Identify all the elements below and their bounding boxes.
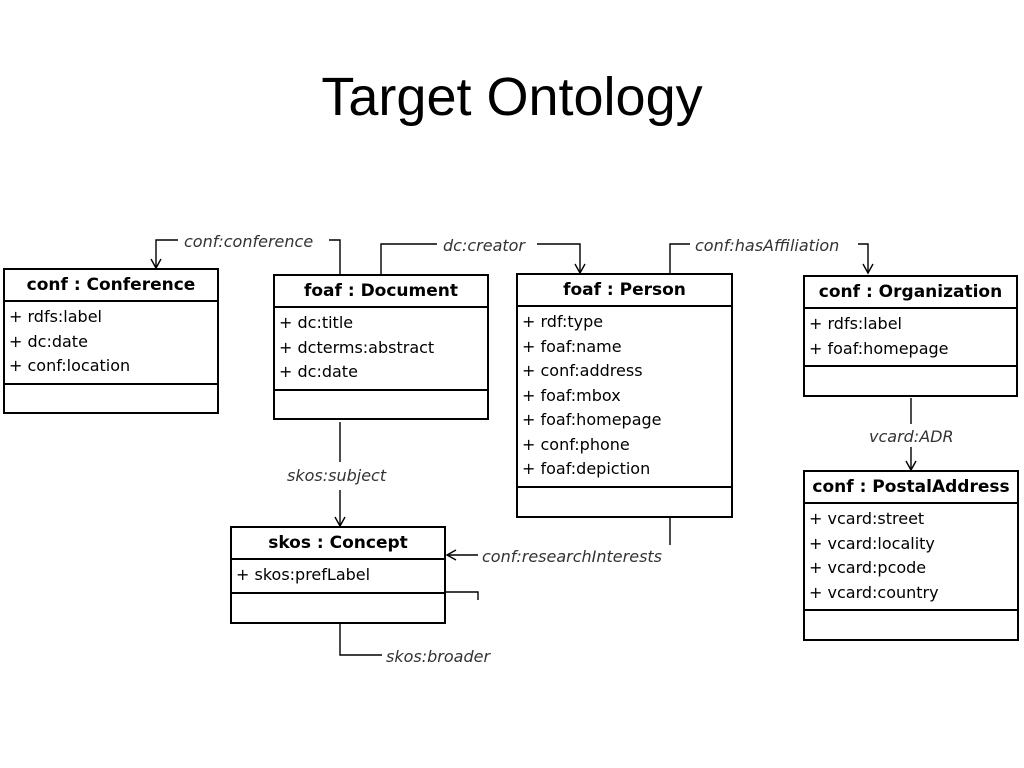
class-organization: conf : Organization + rdfs:label + foaf:…: [803, 275, 1018, 397]
attribute: + conf:phone: [522, 434, 630, 454]
attribute-list: + vcard:street + vcard:locality + vcard:…: [805, 504, 1017, 611]
class-concept: skos : Concept + skos:prefLabel: [230, 526, 446, 624]
label-vcard-adr: vcard:ADR: [867, 427, 956, 447]
attribute: + dc:date: [279, 362, 358, 381]
edge-interests: [447, 518, 671, 555]
operations-compartment: [5, 385, 217, 412]
attribute: + vcard:street: [809, 509, 925, 528]
attribute: + rdf:type: [522, 312, 604, 331]
operations-compartment: [232, 594, 444, 622]
label-conf-researchinterests: conf:researchInterests: [480, 547, 665, 567]
class-postaladdress: conf : PostalAddress + vcard:street + vc…: [803, 470, 1019, 641]
class-name: skos : Concept: [232, 528, 444, 560]
label-skos-subject: skos:subject: [285, 466, 389, 486]
label-conf-conference: conf:conference: [182, 232, 316, 252]
attribute: + skos:prefLabel: [236, 565, 371, 584]
page-title: Target Ontology: [321, 67, 703, 127]
label-conf-hasaffiliation: conf:hasAffiliation: [693, 236, 842, 256]
attribute: + rdfs:label: [809, 314, 902, 333]
attribute-list: + dc:title + dcterms:abstract + dc:date: [275, 308, 487, 391]
operations-compartment: [805, 367, 1016, 395]
operations-compartment: [518, 488, 731, 516]
attribute: + rdfs:label: [9, 307, 102, 326]
attribute: + foaf:depiction: [522, 459, 651, 478]
edge-conference: [156, 239, 341, 274]
edge-affiliation: [669, 243, 868, 273]
class-document: foaf : Document + dc:title + dcterms:abs…: [273, 274, 489, 420]
label-skos-broader: skos:broader: [384, 647, 493, 667]
attribute-list: + skos:prefLabel: [232, 560, 444, 594]
class-name: foaf : Person: [518, 275, 731, 307]
attribute: + conf:location: [9, 356, 131, 375]
operations-compartment: [805, 611, 1017, 639]
attribute: + vcard:pcode: [809, 558, 927, 577]
attribute: + vcard:country: [809, 582, 939, 602]
attribute: + foaf:homepage: [522, 410, 662, 429]
attribute: + dc:title: [279, 313, 354, 332]
attribute-list: + rdfs:label + foaf:homepage: [805, 309, 1016, 367]
label-dc-creator: dc:creator: [441, 236, 528, 256]
operations-compartment: [275, 391, 487, 418]
edge-broader: [339, 591, 479, 656]
edge-creator: [380, 243, 580, 277]
attribute: + vcard:locality: [809, 533, 935, 553]
attribute: + foaf:mbox: [522, 385, 621, 405]
class-person: foaf : Person + rdf:type + foaf:name + c…: [516, 273, 733, 518]
attribute: + foaf:homepage: [809, 338, 949, 358]
class-name: foaf : Document: [275, 276, 487, 308]
class-name: conf : Conference: [5, 270, 217, 302]
attribute: + foaf:name: [522, 336, 622, 356]
class-conference: conf : Conference + rdfs:label + dc:date…: [3, 268, 219, 414]
attribute: + dc:date: [9, 331, 88, 351]
attribute-list: + rdfs:label + dc:date + conf:location: [5, 302, 217, 385]
attribute: + conf:address: [522, 361, 643, 380]
attribute-list: + rdf:type + foaf:name + conf:address + …: [518, 307, 731, 488]
class-name: conf : Organization: [805, 277, 1016, 309]
class-name: conf : PostalAddress: [805, 472, 1017, 504]
attribute: + dcterms:abstract: [279, 337, 435, 357]
